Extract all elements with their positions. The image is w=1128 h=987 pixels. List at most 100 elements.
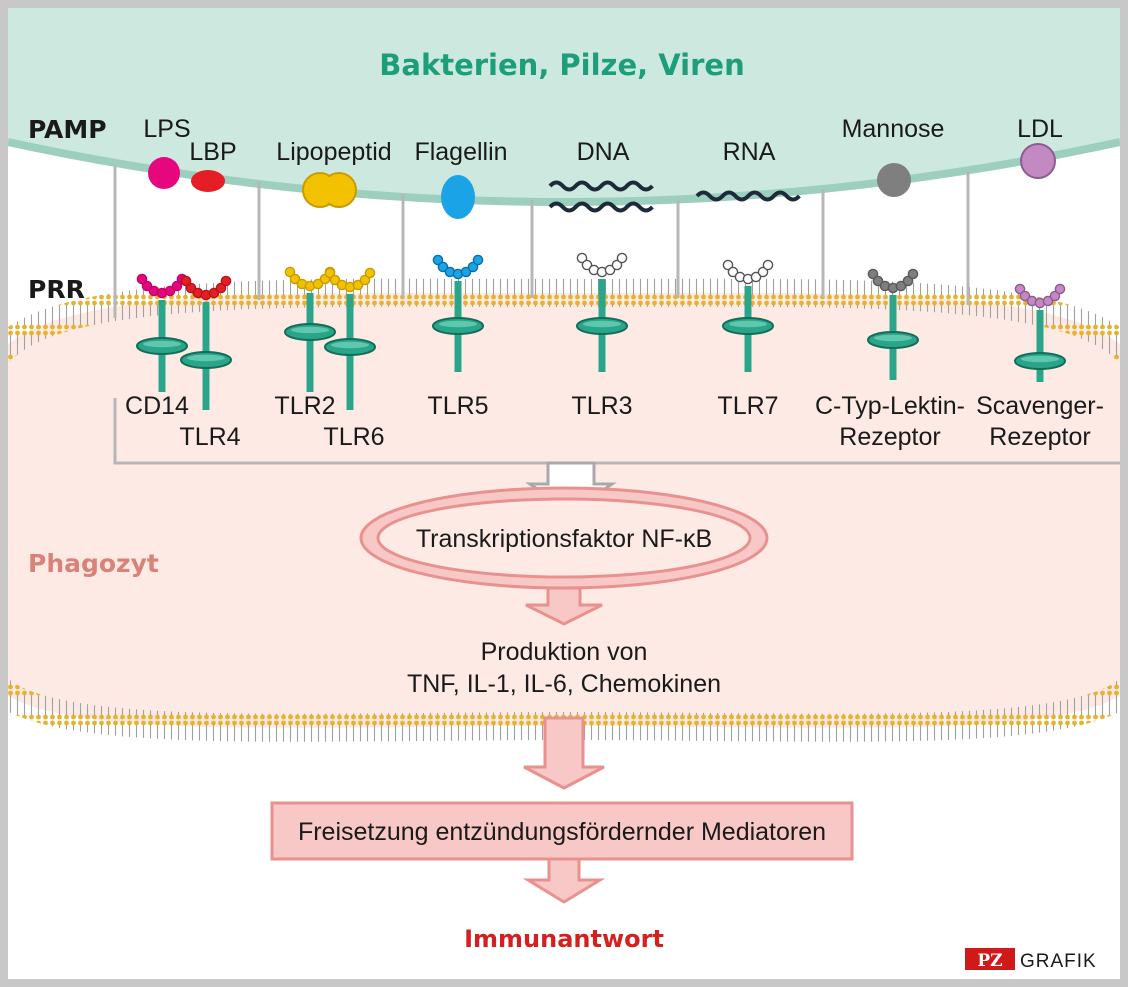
receptor-bead-tlr3-6 [616, 252, 628, 264]
receptor-bead-tlr4-1 [185, 282, 197, 294]
receptor-bead-tlr5-5 [467, 261, 479, 273]
outcome-label: Immunantwort [464, 925, 664, 953]
receptor-bead-tlr4-5 [215, 282, 227, 294]
pz-grafik-logo: PZ GRAFIK [965, 948, 1097, 972]
receptor-bead-tlr3-1 [581, 259, 593, 271]
receptor-disc-highlight-scavenger [1021, 355, 1059, 363]
mannose-molecule-icon [877, 163, 911, 197]
receptor-disc-highlight-cd14 [143, 340, 181, 348]
connector-lines [113, 166, 1120, 465]
pamp-label-flagellin: Flagellin [414, 138, 507, 166]
receptor-bead-tlr7-4 [750, 271, 762, 283]
receptor-bead-tlr4-6 [220, 275, 232, 287]
receptor-bead-cd14-4 [164, 285, 176, 297]
pamp-row-label: PAMP [28, 115, 107, 144]
receptor-bead-tlr6-6 [364, 267, 376, 279]
receptor-label-tlr2: TLR2 [274, 392, 335, 420]
receptor-bead-tlr2-1 [289, 273, 301, 285]
receptor-label-tlr6: TLR6 [323, 423, 384, 451]
receptor-bead-scavenger-4 [1042, 295, 1054, 307]
receptor-bead-tlr6-4 [352, 279, 364, 291]
receptor-disc-highlight-ctype [874, 334, 912, 342]
arrow-to-release [523, 716, 605, 790]
cell-membrane-top [8, 278, 1120, 362]
receptor-label-cd14: CD14 [125, 392, 189, 420]
nfkb-label: Transkriptionsfaktor NF-κB [416, 525, 712, 553]
receptor-disc-highlight-tlr7 [729, 320, 767, 328]
receptor-bead-tlr4-4 [208, 287, 220, 299]
pathogen-zone [8, 8, 1120, 201]
receptor-bead-ctype-1 [872, 275, 884, 287]
production-line-1: Produktion von [481, 638, 648, 666]
receptor-disc-highlight-tlr2 [291, 326, 329, 334]
receptor-bead-tlr5-6 [472, 254, 484, 266]
receptor-bead-tlr3-5 [611, 259, 623, 271]
pz-logo-text: PZ [977, 951, 1002, 971]
flagellin-molecule-icon [441, 175, 475, 219]
pamp-label-ldl: LDL [1017, 115, 1063, 143]
arrow-to-production [525, 586, 603, 626]
receptor-bead-tlr2-4 [312, 278, 324, 290]
receptor-bead-cd14-0 [136, 273, 148, 285]
prr-row-label: PRR [28, 275, 85, 304]
arrow-to-outcome [522, 857, 606, 904]
pamp-label-lipopeptid: Lipopeptid [276, 138, 391, 166]
lipopeptid-molecule-icon [302, 172, 357, 208]
receptor-label-tlr4: TLR4 [179, 423, 240, 451]
release-label: Freisetzung entzündungsfördernder Mediat… [298, 818, 826, 846]
nfkb-inner-ellipse [376, 497, 752, 579]
receptor-bead-tlr3-4 [604, 264, 616, 276]
receptor-bead-tlr6-1 [329, 274, 341, 286]
receptor-label-scavenger-line-2: Rezeptor [989, 423, 1090, 451]
receptor-disc-highlight-tlr4 [187, 354, 225, 362]
receptor-label-scavenger-line-1: Scavenger- [976, 392, 1104, 420]
dna-strand-icon [548, 180, 654, 213]
production-line-2: TNF, IL-1, IL-6, Chemokinen [407, 670, 721, 698]
receptor-bead-scavenger-0 [1014, 283, 1026, 295]
receptor-bead-tlr4-0 [180, 275, 192, 287]
receptor-label-tlr5: TLR5 [427, 392, 488, 420]
receptor-label-tlr7: TLR7 [717, 392, 778, 420]
pamp-label-dna: DNA [577, 138, 630, 166]
receptor-bead-tlr7-0 [722, 259, 734, 271]
grafik-logo-text: GRAFIK [1020, 951, 1097, 972]
phagozyt-label: Phagozyt [28, 549, 159, 578]
receptor-bead-scavenger-1 [1019, 290, 1031, 302]
receptor-group [136, 252, 1066, 410]
receptor-disc-highlight-tlr3 [583, 320, 621, 328]
receptor-disc-highlight-tlr5 [439, 320, 477, 328]
pamp-label-lbp: LBP [189, 138, 236, 166]
receptor-bead-tlr7-6 [762, 259, 774, 271]
receptor-bead-ctype-4 [895, 280, 907, 292]
receptor-bead-tlr2-0 [284, 266, 296, 278]
lbp-molecule-icon [191, 170, 225, 192]
lps-molecule-icon [148, 157, 180, 189]
rna-strand-icon [695, 190, 801, 202]
receptor-bead-ctype-0 [867, 268, 879, 280]
receptor-bead-tlr6-5 [359, 274, 371, 286]
diagram-title: Bakterien, Pilze, Viren [379, 48, 744, 82]
receptor-bead-ctype-5 [902, 275, 914, 287]
receptor-bead-tlr7-1 [727, 266, 739, 278]
receptor-label-ctype-line-1: C-Typ-Lektin- [815, 392, 965, 420]
receptor-bead-tlr5-0 [432, 254, 444, 266]
receptor-bead-cd14-5 [171, 280, 183, 292]
receptor-bead-ctype-6 [907, 268, 919, 280]
pz-logo-box [965, 948, 1015, 970]
receptor-bead-scavenger-5 [1049, 290, 1061, 302]
receptor-bead-cd14-1 [141, 280, 153, 292]
release-box [270, 801, 854, 861]
receptor-bead-tlr7-5 [757, 266, 769, 278]
ldl-molecule-icon [1020, 143, 1056, 179]
receptor-bead-tlr5-4 [460, 266, 472, 278]
receptor-disc-highlight-tlr6 [331, 341, 369, 349]
pamp-label-rna: RNA [723, 138, 776, 166]
receptor-bead-scavenger-6 [1054, 283, 1066, 295]
receptor-bead-tlr3-0 [576, 252, 588, 264]
receptor-bead-tlr6-0 [324, 267, 336, 279]
pamp-label-mannose: Mannose [842, 115, 945, 143]
receptor-label-tlr3: TLR3 [571, 392, 632, 420]
receptor-bead-tlr5-1 [437, 261, 449, 273]
